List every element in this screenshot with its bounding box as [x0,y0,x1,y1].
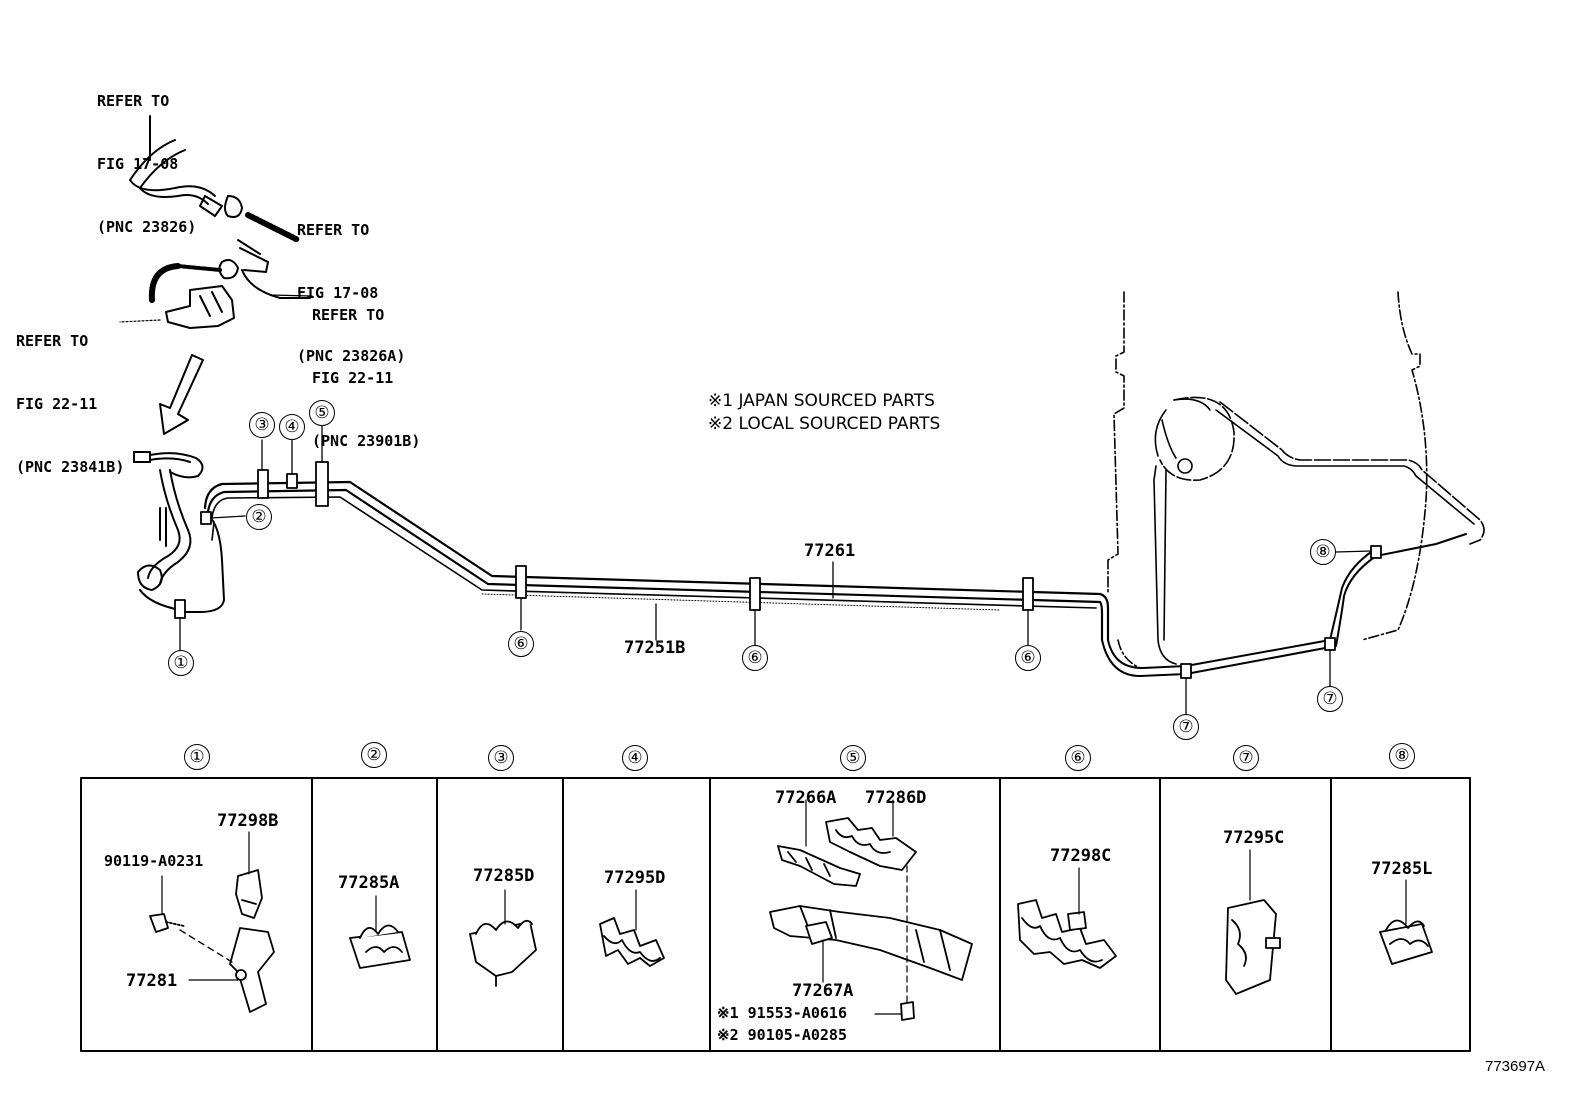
panel5-part-90105: ※2 90105-A0285 [717,1026,847,1044]
note-japan: ※1 JAPAN SOURCED PARTS [708,391,935,411]
part-upper-line: 77261 [804,541,856,561]
ref-left-line1: REFER TO [16,332,89,350]
callout-1: ① [168,650,194,676]
panel5-part-77286D: 77286D [865,788,927,808]
note-local: ※2 LOCAL SOURCED PARTS [708,414,941,434]
ref-right: REFER TO FIG 22-11 (PNC 23901B) [312,263,420,494]
vent-tube [1215,401,1485,545]
callout-6a: ⑥ [508,631,534,657]
panel7-drawing [1225,849,1281,995]
panel-6-number: ⑥ [1065,745,1091,771]
callout-2: ② [246,504,272,530]
filler-neck [133,451,225,613]
ref-right-line3: (PNC 23901B) [312,432,421,450]
ref-top-line2: FIG 17-08 [97,155,179,173]
ref-top: REFER TO FIG 17-08 (PNC 23826) [97,49,196,280]
panel2-part: 77285A [338,873,400,893]
figure-id: 773697A [1485,1058,1546,1075]
panel7-part: 77295C [1223,828,1285,848]
ref-right-line1: REFER TO [312,306,385,324]
part-lower-line: 77251B [624,638,686,658]
panel-7-number: ⑦ [1233,745,1259,771]
ref-mid-line2: FIG 17-08 [297,284,379,302]
panel8-part: 77285L [1371,859,1433,879]
panel3-part: 77285D [473,866,535,886]
panel1-part-77281: 77281 [126,971,178,991]
panel4-drawing [599,889,665,967]
ref-top-line1: REFER TO [97,92,170,110]
panel5-part-77267A: 77267A [792,981,854,1001]
panel-5-number: ⑤ [840,745,866,771]
panel5-drawing [769,799,973,1021]
rear-tubes [1101,533,1467,677]
ref-right-line2: FIG 22-11 [312,369,394,387]
panel8-drawing [1379,879,1433,965]
callout-5: ⑤ [309,400,335,426]
ref-left-line2: FIG 22-11 [16,395,98,413]
ref-mid: REFER TO FIG 17-08 (PNC 23826A) [297,178,405,409]
panel5-part-91553: ※1 91553-A0616 [717,1004,847,1022]
panel-3-number: ③ [488,745,514,771]
panel6-drawing [1017,867,1117,969]
callout-3: ③ [249,412,275,438]
panel1-part-77298B: 77298B [217,811,279,831]
callout-7a: ⑦ [1173,714,1199,740]
callout-7b: ⑦ [1317,686,1343,712]
panel-1-number: ① [184,744,210,770]
panel4-part: 77295D [604,868,666,888]
callout-6b: ⑥ [742,645,768,671]
tube-clips [174,461,1382,679]
ref-left: REFER TO FIG 22-11 (PNC 23841B) [16,289,124,520]
ref-mid-line3: (PNC 23826A) [297,347,406,365]
tank-neck [1153,396,1235,665]
panel5-part-77266A: 77266A [775,788,837,808]
parts-table [80,777,1471,1052]
fuel-tank-outline [1107,291,1428,669]
panel-2-number: ② [361,742,387,768]
filler-hose-group [129,115,311,329]
callout-6c: ⑥ [1015,645,1041,671]
panel1-part-90119: 90119-A0231 [104,852,204,870]
callout-leaders [179,425,1372,715]
panel2-drawing [349,895,411,969]
panel3-drawing [469,889,537,987]
panel1-drawing [149,831,275,1013]
ref-left-line3: (PNC 23841B) [16,458,125,476]
callout-4: ④ [279,414,305,440]
ref-mid-line1: REFER TO [297,221,370,239]
panel-8-number: ⑧ [1389,743,1415,769]
main-tube-lower [211,496,1097,609]
callout-8: ⑧ [1310,539,1336,565]
panel-4-number: ④ [622,745,648,771]
main-tube-upper [203,480,1110,642]
panel6-part: 77298C [1050,846,1112,866]
ref-top-line3: (PNC 23826) [97,218,197,236]
